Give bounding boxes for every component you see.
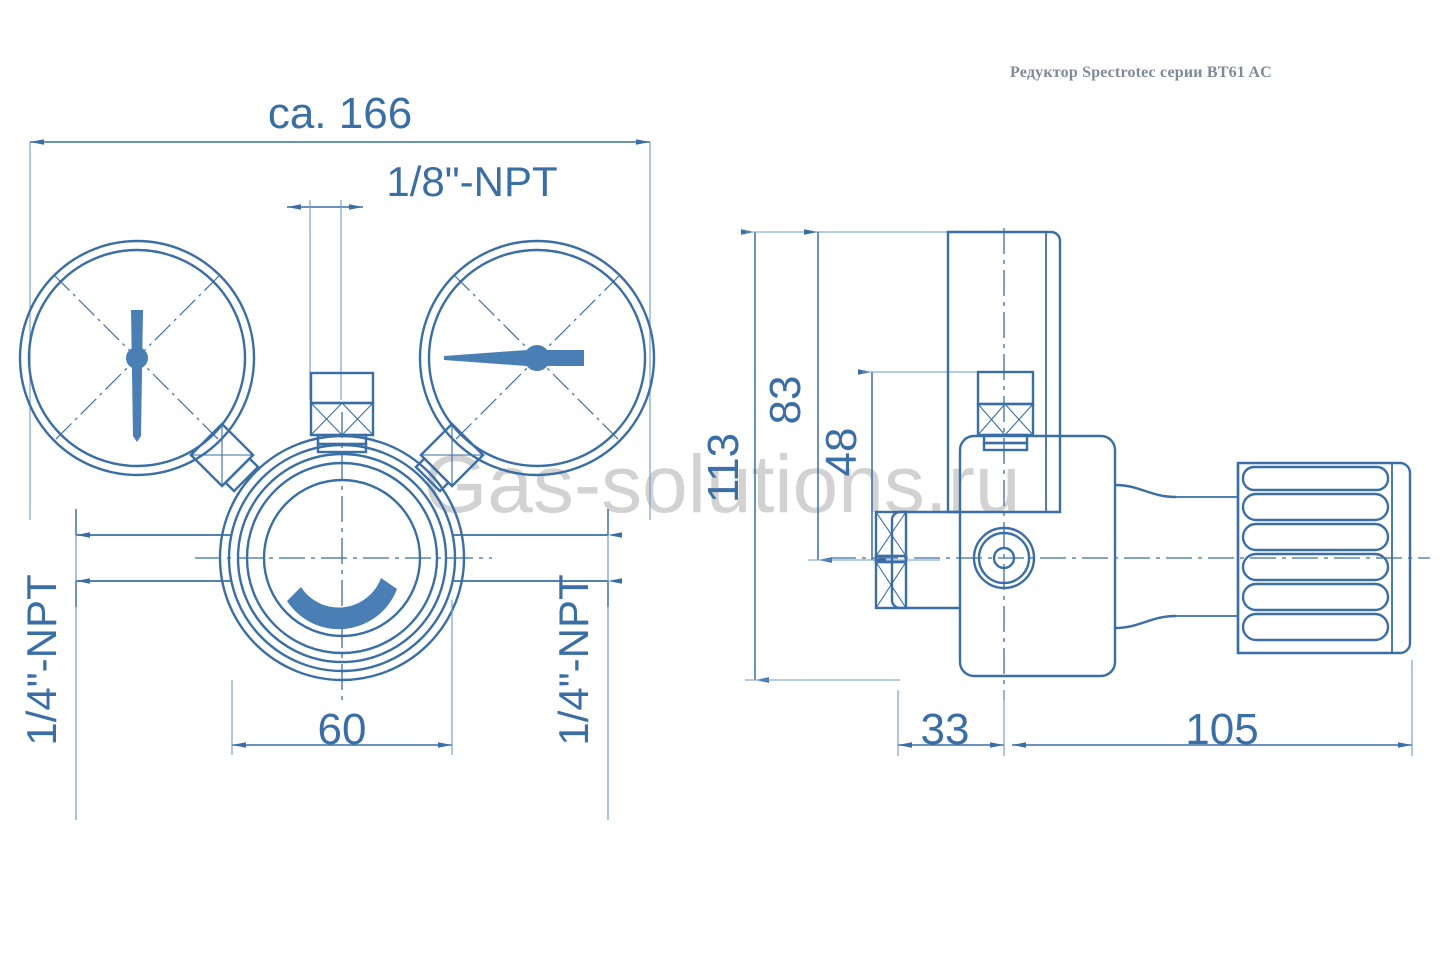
page-title: Редуктор Spectrotec серии BT61 AC xyxy=(1010,64,1272,81)
knob-neck xyxy=(1114,483,1177,630)
side-view xyxy=(741,228,1430,756)
right-pressure-gauge xyxy=(418,239,656,477)
right-gauge-needle xyxy=(444,350,527,366)
adjustment-indicator xyxy=(287,578,397,630)
regulator-body xyxy=(830,228,1430,700)
left-pressure-gauge xyxy=(18,239,256,477)
dimension-top-port xyxy=(287,200,363,400)
dim-gauge-height-label: 83 xyxy=(761,376,810,425)
watermark-text: Gas-solutions.ru xyxy=(423,439,1020,530)
dim-overall-height-label: 113 xyxy=(699,433,748,503)
dim-top-port-label: 1/8"-NPT xyxy=(386,158,557,205)
front-view xyxy=(18,139,656,820)
dim-body-width-label: 60 xyxy=(318,705,367,754)
left-inlet-port xyxy=(75,509,232,820)
left-gauge-fitting xyxy=(189,422,260,493)
right-outlet-port xyxy=(452,509,622,820)
dimension-knob-length xyxy=(1012,660,1413,756)
dim-right-port-label: 1/4"-NPT xyxy=(550,574,597,745)
gauge-body-profile xyxy=(946,230,1062,514)
dimension-overall-height xyxy=(741,229,950,683)
side-gauge-fitting xyxy=(976,370,1035,452)
dimension-body-depth xyxy=(897,690,1005,756)
left-gauge-needle xyxy=(131,310,143,442)
dim-knob-length-label: 105 xyxy=(1185,705,1258,754)
dim-left-port-label: 1/4"-NPT xyxy=(18,574,65,745)
dimension-body-width xyxy=(231,600,453,755)
dim-port-height-label: 48 xyxy=(817,428,866,477)
right-gauge-fitting xyxy=(414,422,485,493)
dim-body-depth-label: 33 xyxy=(921,705,970,754)
center-body xyxy=(195,412,492,706)
adjustment-knob[interactable] xyxy=(1176,461,1412,655)
dim-overall-width-label: ca. 166 xyxy=(268,89,412,138)
